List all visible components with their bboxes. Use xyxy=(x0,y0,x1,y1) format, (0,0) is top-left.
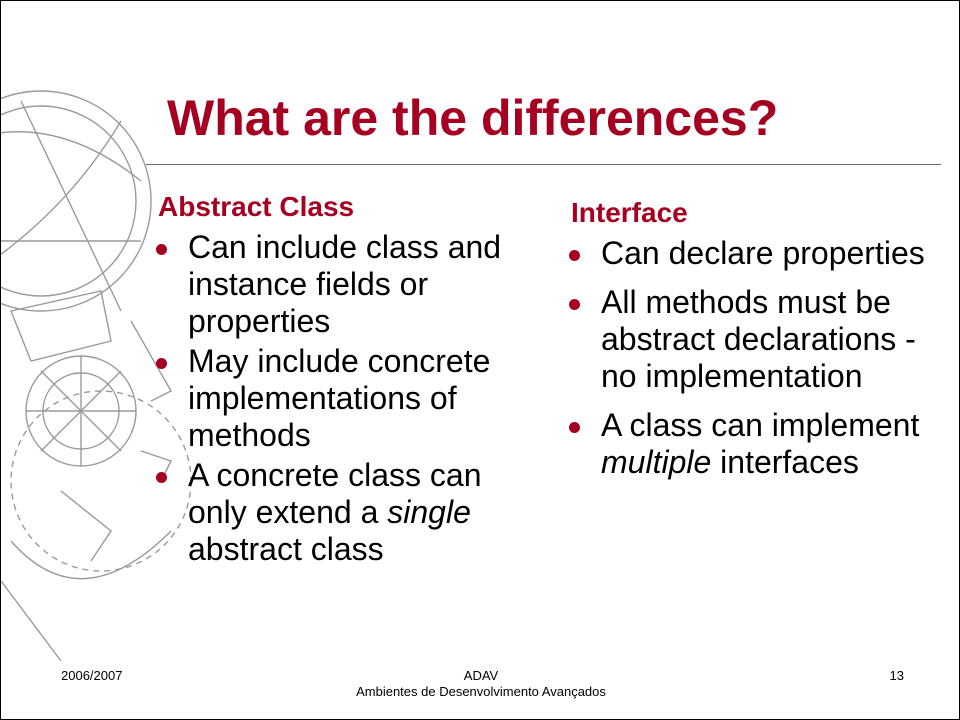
bullet-text-start: A class can implement xyxy=(601,407,920,443)
bullet-icon xyxy=(156,358,167,369)
column-heading: Interface xyxy=(571,197,688,228)
footer-course-code: ADAV xyxy=(463,668,499,683)
bullet-list: Can include class and instance fields or… xyxy=(154,229,534,568)
slide-title: What are the differences? xyxy=(167,90,779,146)
footer-course-name: Ambientes de Desenvolvimento Avançados xyxy=(356,684,606,699)
footer-date: 2006/2007 xyxy=(61,668,123,683)
column-heading: Abstract Class xyxy=(158,191,355,222)
footer-course: ADAV Ambientes de Desenvolvimento Avança… xyxy=(301,668,661,700)
bullet-icon xyxy=(156,244,167,255)
bullet-text-end: abstract class xyxy=(188,531,384,567)
bullet-list: Can declare properties All methods must … xyxy=(567,235,947,481)
bullet-item: A concrete class can only extend a singl… xyxy=(154,457,534,568)
bullet-item: A class can implement multiple interface… xyxy=(567,407,947,481)
interface-column: Interface Can declare properties All met… xyxy=(567,191,947,493)
title-divider xyxy=(146,164,941,165)
bullet-icon xyxy=(569,250,580,261)
bullet-icon xyxy=(156,472,167,483)
bullet-emphasis: single xyxy=(387,494,471,530)
bullet-item: May include concrete implementations of … xyxy=(154,343,534,454)
bullet-text: May include concrete implementations of … xyxy=(188,343,491,453)
bullet-icon xyxy=(569,422,580,433)
bullet-text: Can declare properties xyxy=(601,235,925,271)
page-number: 13 xyxy=(889,668,904,683)
bullet-item: Can declare properties xyxy=(567,235,947,272)
bullet-text-start: A concrete class can only extend a xyxy=(188,457,482,530)
bullet-text: All methods must be abstract declaration… xyxy=(601,284,916,394)
bullet-icon xyxy=(569,299,580,310)
astrolabe-decoration xyxy=(1,90,192,661)
bullet-item: All methods must be abstract declaration… xyxy=(567,284,947,395)
bullet-text: Can include class and instance fields or… xyxy=(188,229,502,339)
bullet-item: Can include class and instance fields or… xyxy=(154,229,534,340)
bullet-emphasis: multiple xyxy=(601,444,712,480)
bullet-text-end: interfaces xyxy=(711,444,859,480)
abstract-class-column: Abstract Class Can include class and ins… xyxy=(154,191,534,571)
